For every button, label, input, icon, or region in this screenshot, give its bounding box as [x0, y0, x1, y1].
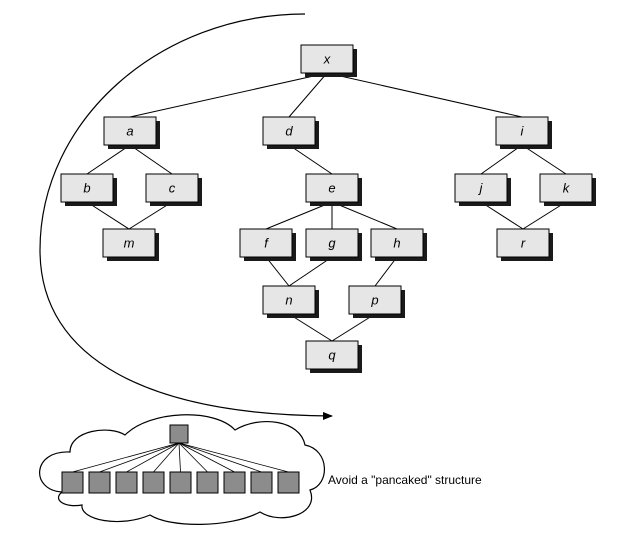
node-q: q [305, 340, 362, 373]
pancake-edge [126, 442, 180, 473]
node-box [305, 173, 359, 203]
pancake-edge [178, 442, 289, 473]
node-box [102, 228, 156, 258]
edge-p-q [331, 313, 376, 342]
edge-e-h [331, 201, 398, 230]
node-box [454, 173, 508, 203]
node-f: f [239, 228, 296, 261]
tree-edges [86, 72, 567, 342]
pancake-child [196, 471, 219, 494]
node-x: x [300, 44, 357, 77]
edge-h-p [374, 256, 398, 287]
node-label: m [124, 236, 135, 251]
pancake-child [61, 471, 84, 494]
node-label: r [521, 236, 526, 251]
edge-e-f [265, 201, 333, 230]
edge-g-n [288, 256, 333, 287]
edge-c-m [128, 201, 173, 230]
node-label: n [285, 293, 292, 308]
node-i: i [495, 116, 552, 149]
pancake-edge [178, 442, 208, 473]
edge-d-e [288, 144, 333, 175]
node-box [348, 285, 402, 315]
pancaked-structure [61, 424, 300, 494]
node-r: r [496, 228, 553, 261]
node-n: n [262, 285, 319, 318]
node-m: m [102, 228, 159, 261]
edge-b-m [86, 201, 130, 230]
node-b: b [60, 173, 117, 206]
edge-x-a [129, 72, 328, 118]
node-c: c [145, 173, 202, 206]
curved-arrow [39, 13, 333, 420]
node-box [496, 228, 550, 258]
edge-a-b [86, 144, 131, 175]
node-box [305, 228, 359, 258]
node-label: i [521, 124, 525, 139]
node-g: g [305, 228, 362, 261]
edge-x-i [326, 72, 523, 118]
edge-i-j [480, 144, 523, 175]
node-label: c [169, 181, 176, 196]
pancake-child [169, 471, 192, 494]
node-e: e [305, 173, 362, 206]
node-box [305, 340, 359, 370]
tree-nodes: x a d i b c m e f g h n p q j k r [60, 44, 596, 373]
edge-f-n [265, 256, 290, 287]
edge-n-q [288, 313, 333, 342]
node-d: d [262, 116, 319, 149]
node-box [495, 116, 549, 146]
edge-j-r [480, 201, 524, 230]
node-label: e [328, 181, 335, 196]
node-box [103, 116, 157, 146]
pancake-edge [153, 442, 180, 473]
node-box [145, 173, 199, 203]
node-label: h [393, 236, 400, 251]
pancake-child [223, 471, 246, 494]
node-label: f [264, 236, 269, 251]
node-label: g [328, 236, 336, 251]
edge-i-k [521, 144, 567, 175]
node-label: x [323, 52, 331, 67]
pancake-child [277, 471, 300, 494]
pancake-caption: Avoid a "pancaked" structure [328, 473, 482, 487]
pancake-child [88, 471, 111, 494]
edge-a-c [129, 144, 173, 175]
node-label: k [563, 181, 571, 196]
pancake-edge [178, 442, 181, 473]
node-box [370, 228, 424, 258]
node-label: j [478, 181, 484, 196]
node-j: j [454, 173, 511, 206]
node-box [262, 116, 316, 146]
pancake-edge [72, 442, 180, 473]
node-box [539, 173, 593, 203]
node-k: k [539, 173, 596, 206]
node-label: a [126, 124, 133, 139]
node-box [60, 173, 114, 203]
pancake-edge [178, 442, 235, 473]
pancake-root [169, 424, 189, 444]
pancake-child [250, 471, 273, 494]
pancake-edge [178, 442, 262, 473]
node-h: h [370, 228, 427, 261]
node-p: p [348, 285, 405, 318]
node-box [262, 285, 316, 315]
edge-x-d [288, 72, 328, 118]
pancake-child [142, 471, 165, 494]
pancake-child [115, 471, 138, 494]
node-box [300, 44, 354, 74]
node-label: d [285, 124, 293, 139]
node-label: b [83, 181, 90, 196]
node-box [239, 228, 293, 258]
cloud-outline [39, 414, 325, 525]
node-label: q [328, 348, 336, 363]
pancake-edge [99, 442, 180, 473]
node-label: p [370, 293, 378, 308]
edge-k-r [522, 201, 567, 230]
node-a: a [103, 116, 160, 149]
